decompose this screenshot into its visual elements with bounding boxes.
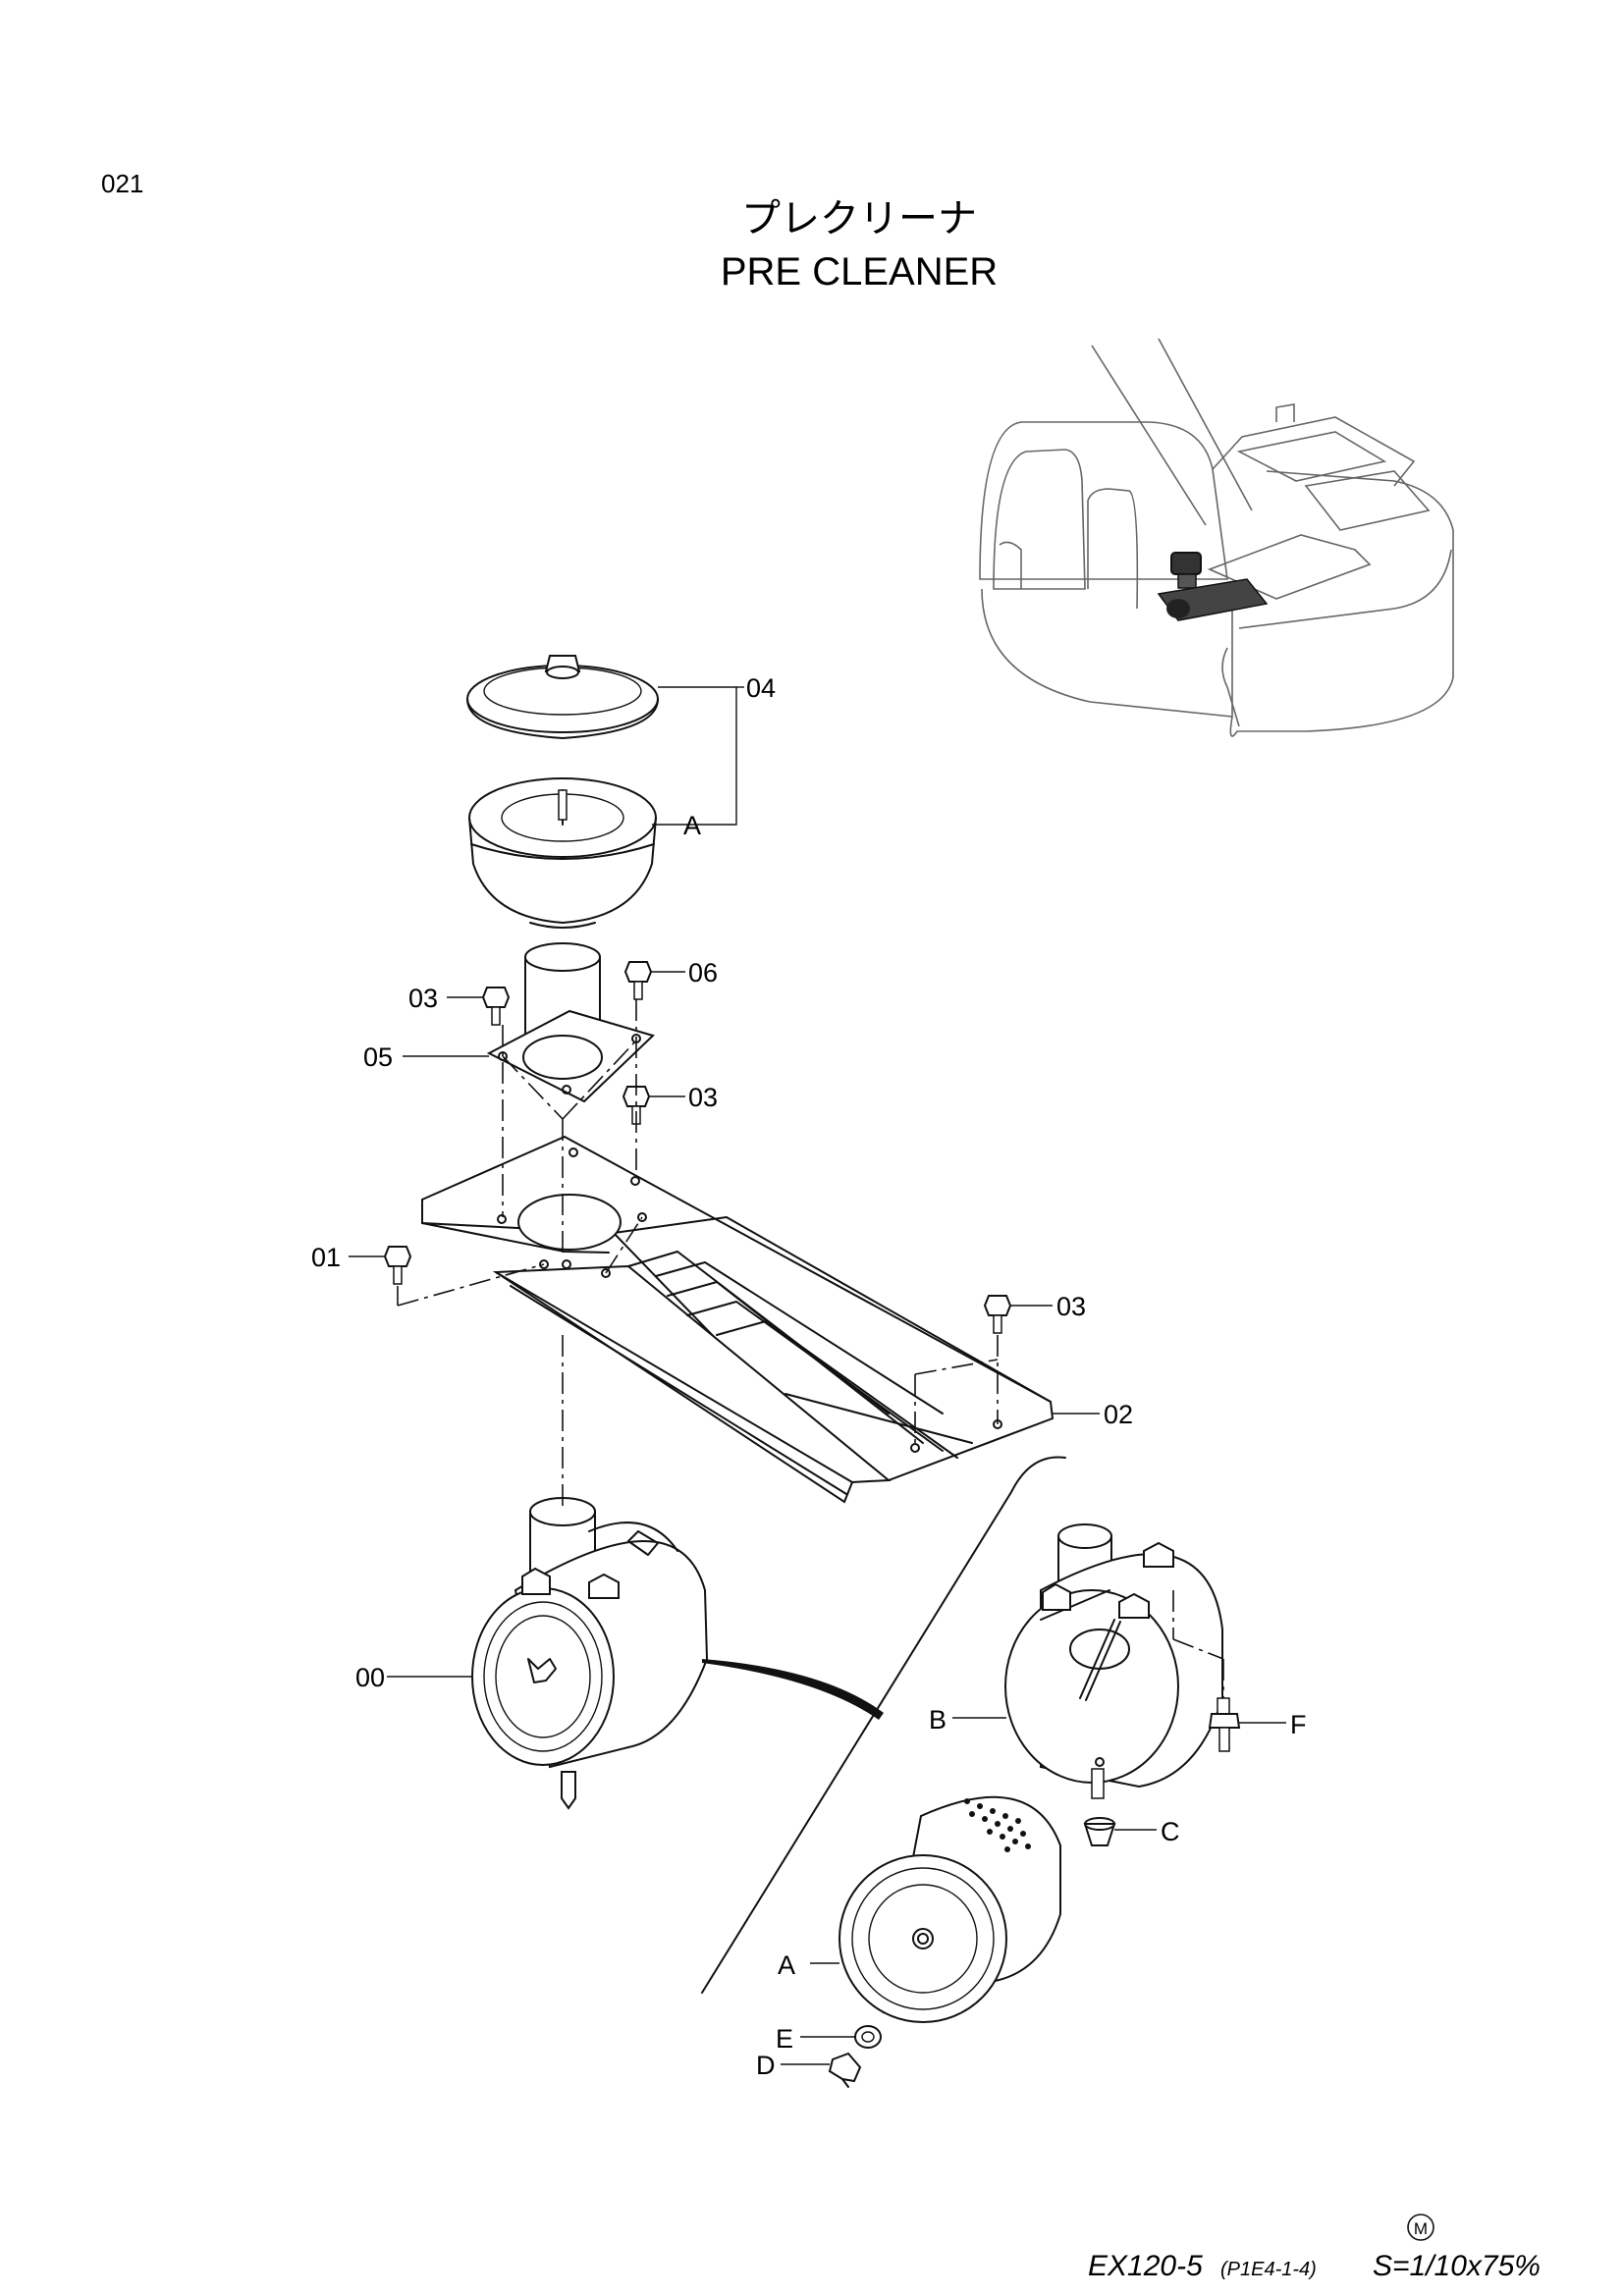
title-english: PRE CLEANER <box>721 250 998 294</box>
callout-05: 05 <box>363 1042 393 1072</box>
detail-B-housing <box>1004 1523 1223 1799</box>
callout-03-upper-left: 03 <box>408 984 438 1013</box>
callout-detail-F: F <box>1290 1710 1307 1739</box>
bolt-01 <box>383 1246 412 1285</box>
part-00-air-cleaner-assembly <box>471 1497 709 1810</box>
callout-leader-lines <box>349 686 1286 2065</box>
detail-boundary-curve <box>701 1456 1066 1994</box>
assembly-center-lines <box>397 999 999 1507</box>
excavator-overview-illustration <box>979 338 1454 737</box>
footer-scale: S=1/10x75% <box>1373 2250 1541 2282</box>
callout-03-middle: 03 <box>688 1083 718 1112</box>
title-japanese: プレクリーナ <box>741 197 977 240</box>
detail-E-washer <box>854 2025 882 2049</box>
callout-03-right: 03 <box>1056 1292 1086 1321</box>
callout-detail-B: B <box>929 1705 947 1735</box>
bolt-03-right <box>983 1295 1012 1334</box>
callout-detail-E: E <box>776 2024 793 2054</box>
part-02-mounting-plate <box>421 1135 1055 1504</box>
part-05-flange-pipe <box>486 942 655 1103</box>
callout-02: 02 <box>1104 1400 1133 1429</box>
callout-detail-C: C <box>1161 1817 1180 1846</box>
detail-F-drain-cock <box>1172 1590 1241 1752</box>
callout-detail-A: A <box>778 1950 795 1980</box>
page-number: 021 <box>101 169 143 198</box>
detail-D-wing-nut <box>828 2052 862 2088</box>
callout-detail-D: D <box>756 2051 776 2080</box>
callout-00: 00 <box>355 1663 385 1692</box>
bolt-03-upper-left <box>481 987 511 1026</box>
circled-m-mark <box>1407 2214 1434 2241</box>
callout-01: 01 <box>311 1243 341 1272</box>
callout-04: 04 <box>746 673 776 703</box>
callout-06: 06 <box>688 958 718 988</box>
callout-upper-A: A <box>683 811 701 840</box>
detail-A-filter-element <box>839 1795 1061 2023</box>
part-A-upper-bowl <box>468 777 657 929</box>
footer-model: EX120-5 <box>1088 2250 1203 2282</box>
detail-C-valve <box>1083 1817 1116 1846</box>
detail-pointer-arrow <box>702 1659 884 1720</box>
part-04-top-cover <box>466 655 659 739</box>
circled-m-letter: M <box>1414 2219 1428 2238</box>
footer-code: (P1E4-1-4) <box>1220 2259 1317 2280</box>
bolt-06 <box>623 961 653 1000</box>
